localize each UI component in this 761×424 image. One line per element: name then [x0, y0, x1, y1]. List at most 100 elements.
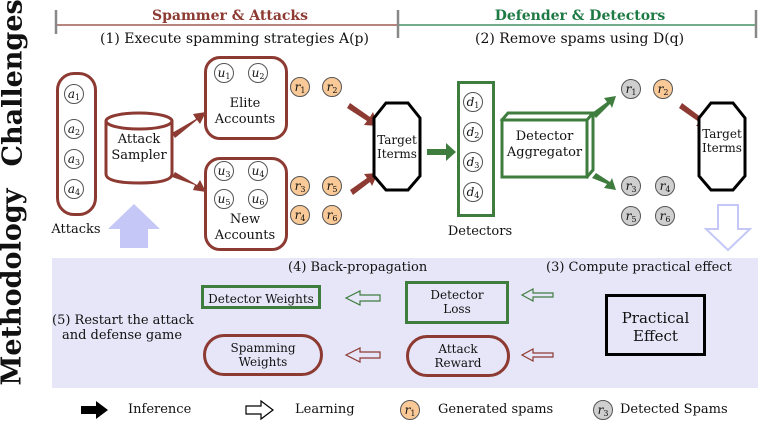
detector-loss-line1: Detector — [430, 288, 484, 302]
step-5-line1: (5) Restart the attack — [52, 313, 194, 328]
arrow-aggregator-to-r1 — [592, 96, 616, 118]
user-u3: u3 — [214, 161, 234, 181]
new-accounts-box — [204, 157, 288, 251]
step-3-label: (3) Compute practical effect — [546, 260, 732, 275]
elite-line1: Elite — [229, 96, 261, 111]
arrow-target-to-detectors — [427, 143, 456, 161]
sampler-cylinder-body — [104, 121, 174, 185]
attack-a1: a1 — [64, 84, 84, 104]
user-u2: u2 — [248, 63, 268, 83]
detector-d1: d1 — [463, 92, 483, 112]
new-accounts-label: New Accounts — [206, 212, 284, 243]
detectors-label: Detectors — [447, 224, 513, 239]
spamming-weights-box: Spamming Weights — [203, 334, 323, 376]
legend-generated-label: Generated spams — [438, 402, 554, 417]
aggregator-box-front — [500, 118, 589, 179]
sampler-cylinder-top — [104, 111, 174, 131]
detector-d2: d2 — [463, 122, 483, 142]
attack-a4: a4 — [64, 179, 84, 199]
restart-up-arrow — [108, 204, 160, 248]
arrow-effect-to-loss — [520, 287, 554, 303]
defender-header: Defender & Detectors — [494, 8, 666, 24]
green-arrows — [427, 96, 616, 190]
legend-inference-label: Inference — [128, 402, 192, 417]
user-u6: u6 — [248, 189, 268, 209]
review-r3: r3 — [290, 176, 310, 196]
spammer-header: Spammer & Attacks — [152, 8, 308, 24]
target-items-label-2: Target Iterms — [697, 127, 747, 156]
target1-line1: Target — [377, 133, 417, 147]
new-line1: New — [229, 212, 261, 227]
target-items-label-1: Target Iterms — [372, 133, 422, 162]
arrow-reward-to-weights — [344, 347, 381, 363]
sampler-line2: Sampler — [111, 147, 167, 163]
review-r6-detected: r6 — [655, 206, 675, 226]
detector-d4: d4 — [463, 182, 483, 202]
legend-learning-label: Learning — [295, 402, 355, 417]
attack-a2: a2 — [64, 119, 84, 139]
arrow-sampler-to-new — [172, 172, 206, 192]
spamming-weights-line1: Spamming — [230, 341, 296, 355]
review-r3-detected: r3 — [621, 176, 641, 196]
effect-down-arrow — [703, 204, 753, 252]
detectors-container — [457, 81, 495, 217]
review-r5-detected: r5 — [621, 206, 641, 226]
detector-weights-label: Detector Weights — [208, 292, 314, 306]
review-r1: r1 — [290, 77, 310, 97]
review-r4-detected: r4 — [655, 176, 675, 196]
arrow-loss-to-weights — [344, 290, 381, 306]
spamming-weights-line2: Weights — [238, 355, 288, 370]
practical-effect-line1: Practical — [621, 309, 690, 327]
step-2-label: (2) Remove spams using D(q) — [475, 31, 685, 47]
detector-aggregator-label: Detector Aggregator — [502, 129, 587, 160]
sampler-line1: Attack — [117, 132, 161, 147]
arrow-sampler-to-elite — [172, 112, 206, 138]
target1-line2: Iterms — [377, 147, 417, 162]
legend-generated-symbol: r1 — [400, 400, 420, 420]
review-r4: r4 — [290, 205, 310, 225]
arrow-aggregator-to-r3 — [592, 173, 616, 190]
attack-reward-line2: Reward — [434, 356, 482, 371]
legend-inference-arrow — [81, 401, 108, 419]
attacks-container — [56, 72, 97, 216]
review-r5: r5 — [322, 176, 342, 196]
detector-d3: d3 — [463, 152, 483, 172]
step-4-label: (4) Back-propagation — [288, 260, 428, 275]
detector-weights-box: Detector Weights — [201, 285, 321, 309]
new-line2: Accounts — [214, 227, 276, 243]
detector-loss-line2: Loss — [443, 302, 471, 317]
target2-line2: Iterms — [702, 141, 742, 156]
aggregator-line2: Aggregator — [506, 144, 583, 160]
review-r2: r2 — [322, 77, 342, 97]
attacks-label: Attacks — [51, 222, 101, 237]
review-r2-generated: r2 — [653, 79, 673, 99]
detector-loss-box: Detector Loss — [405, 281, 509, 324]
legend-detected-label: Detected Spams — [620, 402, 728, 417]
user-u4: u4 — [248, 161, 268, 181]
target-items-octagon-2 — [697, 101, 747, 192]
step-1-label: (1) Execute spamming strategies A(p) — [100, 31, 369, 47]
learning-arrows — [344, 287, 554, 363]
arrow-effect-to-reward — [520, 347, 554, 363]
elite-accounts-box — [204, 56, 288, 140]
attack-reward-box: Attack Reward — [406, 335, 510, 377]
review-r1-detected: r1 — [621, 79, 641, 99]
step-5-line2: and defense game — [61, 328, 183, 343]
legend-learning-arrow — [245, 399, 274, 421]
attack-a3: a3 — [64, 149, 84, 169]
practical-effect-line2: Effect — [633, 327, 678, 345]
practical-effect-box: Practical Effect — [605, 294, 706, 356]
attack-sampler-label: Attack Sampler — [106, 132, 172, 163]
review-r6: r6 — [322, 205, 342, 225]
attack-reward-line1: Attack — [438, 342, 478, 356]
elite-line2: Accounts — [214, 111, 276, 127]
legend-detected-symbol: r3 — [593, 400, 613, 420]
user-u5: u5 — [214, 189, 234, 209]
aggregator-line1: Detector — [515, 129, 574, 144]
step-5-label: (5) Restart the attack and defense game — [52, 313, 194, 343]
arrow-r5-to-target — [350, 173, 378, 195]
elite-accounts-label: Elite Accounts — [206, 96, 284, 127]
target2-line1: Target — [702, 127, 742, 141]
target-items-octagon-1 — [372, 101, 422, 192]
